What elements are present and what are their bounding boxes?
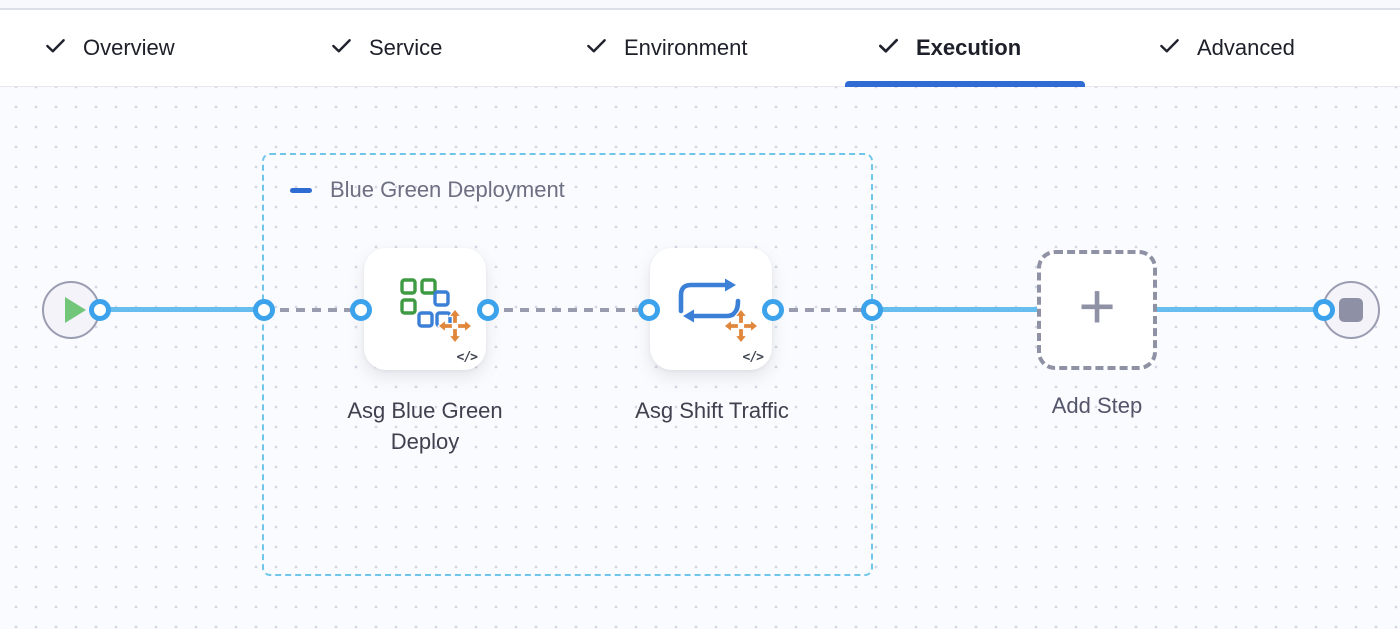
step-label-asg-blue-green-deploy: Asg Blue Green Deploy xyxy=(347,398,503,454)
play-icon xyxy=(64,297,86,323)
tab-label: Overview xyxy=(83,35,175,60)
connector-port xyxy=(253,299,275,321)
tab-environment[interactable]: Environment xyxy=(585,10,748,86)
tab-label: Execution xyxy=(916,35,1022,60)
move-handle-icon[interactable] xyxy=(723,308,759,349)
wizard-tab-bar: Overview Service Environment Execution A… xyxy=(0,10,1400,87)
connector-port xyxy=(477,299,499,321)
connector-line xyxy=(488,308,649,312)
top-strip xyxy=(0,0,1400,10)
check-icon xyxy=(585,34,608,63)
check-icon xyxy=(877,34,900,63)
active-tab-underline xyxy=(845,81,1085,87)
add-step-label: Add Step xyxy=(1051,393,1143,418)
connector-port xyxy=(638,299,660,321)
connector-port xyxy=(1313,299,1335,321)
connector-line xyxy=(264,308,361,312)
tab-label: Advanced xyxy=(1197,35,1295,60)
connector-port xyxy=(350,299,372,321)
code-badge: </> xyxy=(742,350,765,365)
move-handle-icon[interactable] xyxy=(437,308,473,349)
tab-service[interactable]: Service xyxy=(330,10,442,86)
stage-group-label: Blue Green Deployment xyxy=(330,177,565,202)
tab-label: Environment xyxy=(624,35,748,60)
step-asg-blue-green-deploy[interactable]: </> xyxy=(364,248,486,370)
tab-label: Service xyxy=(369,35,443,60)
check-icon xyxy=(1158,34,1181,63)
stage-group-container: Blue Green Deployment xyxy=(262,153,873,576)
step-label-asg-shift-traffic: Asg Shift Traffic xyxy=(635,398,789,423)
tab-advanced[interactable]: Advanced xyxy=(1158,10,1295,86)
connector-line xyxy=(100,307,264,312)
check-icon xyxy=(44,34,67,63)
pipeline-end-node xyxy=(1322,281,1380,339)
connector-port xyxy=(861,299,883,321)
pipeline-canvas: Blue Green Deployment xyxy=(0,87,1400,629)
tab-overview[interactable]: Overview xyxy=(44,10,175,86)
step-asg-shift-traffic[interactable]: </> xyxy=(650,248,772,370)
code-badge: </> xyxy=(456,350,479,365)
tab-execution[interactable]: Execution xyxy=(877,10,1021,86)
connector-port xyxy=(762,299,784,321)
plus-icon: + xyxy=(1078,270,1116,342)
asg-shift-traffic-icon xyxy=(672,274,748,333)
connector-port xyxy=(89,299,111,321)
collapse-minus-icon[interactable] xyxy=(290,187,312,193)
stop-icon xyxy=(1339,298,1363,322)
add-step-button[interactable]: + xyxy=(1037,250,1157,370)
check-icon xyxy=(330,34,353,63)
connector-line xyxy=(773,308,872,312)
stage-group-header: Blue Green Deployment xyxy=(290,177,565,203)
